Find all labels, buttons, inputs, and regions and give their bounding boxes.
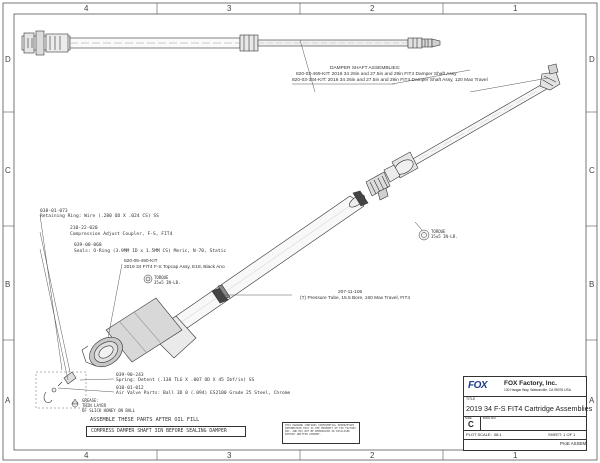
title-row: TITLE 2019 34 F-S FIT4 Cartridge Assembl… [464,396,592,417]
retaining-ring-pn: 038-01-073 [40,209,68,214]
row-label-b: B [5,280,11,289]
size-cell: SIZE C [464,416,481,430]
row-label-d-right: D [589,55,595,64]
torque-left-line1: TORQUE [154,275,169,280]
fox-logo: FOX [468,380,488,391]
title-label: TITLE [466,397,476,401]
col-label-4-bottom: 4 [84,451,89,460]
oring-seal-desc: Seals: O-Ring (3.9MM ID x 1.5MM CS) Meri… [74,249,227,254]
leader-lines [39,39,549,393]
title-block-header: FOX FOX Factory, Inc. 130 Hangar Way, Wa… [464,377,586,397]
pressure-tube-desc: (T) Pressure Tube, 15.5 Bore, 160 Max Tr… [300,296,411,301]
sheet-number: SHEET: 1 OF 1 [548,432,576,437]
row-label-a-right: A [589,396,595,405]
compression-coupler-pn: 210-22-020 [70,226,98,231]
zone-ticks [3,3,597,460]
torque-right-line1: TORQUE [431,229,446,234]
col-label-3-bottom: 3 [227,451,232,460]
proe-assem: ProE ASSEM [560,441,587,446]
col-label-3: 3 [227,4,232,13]
oring-seal-pn: 039-08-068 [74,243,102,248]
size-label: SIZE [465,416,472,420]
confidential-box: THIS DRAWING CONTAINS CONFIDENTIAL PROPR… [282,422,360,444]
torque-left-line2: 35±5 IN-LB. [154,280,181,285]
company-name: FOX Factory, Inc. [504,380,557,387]
row-label-c-right: C [589,166,595,175]
row-label-c: C [5,166,11,175]
company-address: 130 Hangar Way, Watsonville, CA 95076 US… [504,388,571,392]
size-value: C [468,420,474,429]
compress-note: COMPRESS DAMPER SHAFT 3IN BEFORE SEALING… [91,428,227,434]
col-label-4: 4 [84,4,89,13]
row-label-b-right: B [589,280,595,289]
col-label-1: 1 [513,4,518,13]
scale-row: PLOT SCALE: .08:1 SHEET: 1 OF 1 [464,430,586,440]
col-label-1-bottom: 1 [513,451,518,460]
compression-coupler-desc: Compression Adjust Coupler, F-S, FIT4 [70,232,173,237]
damper-shaft-title: DAMPER SHAFT ASSEMBLIES: [330,66,401,71]
topcap-desc: 2019 34 FIT4 F-S Topcap Assy, E18, Black… [124,265,225,270]
torque-indicator-left [143,274,153,284]
assemble-note: ASSEMBLE THESE PARTS AFTER OIL FILL [90,417,200,423]
damper-shaft-diagonal [365,63,561,201]
col-label-2-bottom: 2 [370,451,375,460]
torque-right-line2: 35±5 IN-LB. [431,234,458,239]
size-row: SIZE C DWG NO. [464,416,586,431]
damper-shaft-line1: 820-03-469-KIT: 2016 34 26in and 27.5in … [296,72,457,77]
compress-note-box: COMPRESS DAMPER SHAFT 3IN BEFORE SEALING… [86,426,246,437]
grease-line2: THIN LAYER [82,403,107,408]
grease-line1: GREASE: [82,398,99,403]
row-label-a: A [5,396,11,405]
detent-spring-desc: Spring: Detent (.138 TLG X .007 OD X 45 … [116,378,255,383]
ball-pn: 010-01-012 [116,386,144,391]
torque-indicator-right [414,221,430,241]
title-block: FOX FOX Factory, Inc. 130 Hangar Way, Wa… [463,376,592,451]
topcap-assembly [35,297,197,409]
topcap-pn: 820-05-490-KIT [124,259,158,264]
pressure-tube [149,190,369,345]
ball-desc: Air Valve Parts: Ball 3D 0 (.094) ES2100… [116,391,291,396]
detent-spring-pn: 039-90-243 [116,373,144,378]
damper-shaft-line2: 820-03-334-KIT: 2016 34 26in and 27.5in … [292,78,488,83]
plot-scale: PLOT SCALE: .08:1 [466,432,502,437]
drawing-title: 2019 34 F-S FIT4 Cartridge Assemblies [466,404,593,413]
col-label-2: 2 [370,4,375,13]
dwg-label: DWG NO. [483,416,497,420]
row-label-d: D [5,55,11,64]
confidential-text: THIS DRAWING CONTAINS CONFIDENTIAL PROPR… [285,424,356,437]
pressure-tube-pn: 207-11-106 [338,290,363,295]
grease-indicator [71,398,79,408]
retaining-ring-desc: Retaining Ring: Wire (.280 OD X .024 CS)… [40,214,159,219]
damper-shaft-assembly-top [21,30,441,56]
grease-line3: OF SLICK HONEY ON BALL [82,408,135,413]
